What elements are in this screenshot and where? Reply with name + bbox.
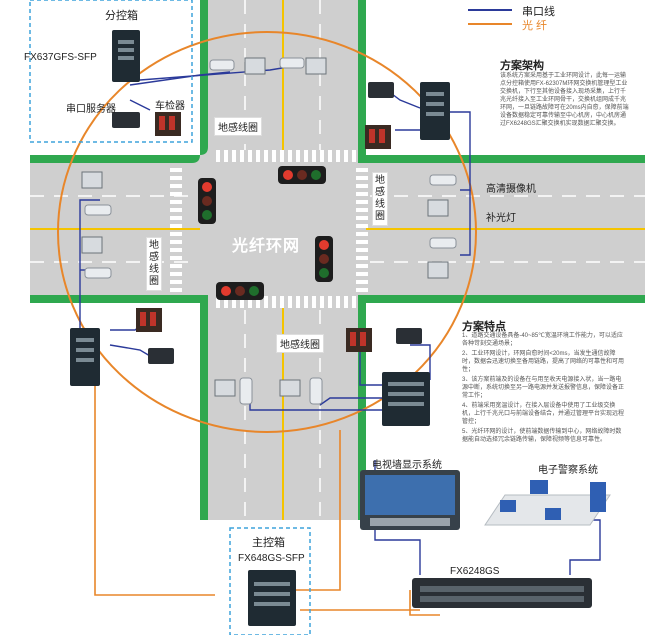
vehicle-detector-label: 车检器 — [155, 101, 185, 112]
branch-switch-icon — [112, 30, 140, 82]
core-switch-icon — [412, 578, 592, 608]
serial-server-icon — [396, 328, 422, 344]
camera-icon — [84, 204, 112, 216]
vehicle-detector-icon — [346, 328, 372, 352]
branch-box — [29, 0, 193, 143]
video-wall-icon — [360, 470, 460, 530]
serial-server-icon — [368, 82, 394, 98]
camera-icon — [209, 59, 235, 71]
vehicle-detector-icon — [136, 308, 162, 332]
loop-label-top: 地感线圈 — [214, 117, 262, 136]
camera-icon — [429, 174, 457, 186]
vehicle-detector-icon — [365, 125, 391, 149]
main-switch-label: FX648GS-SFP — [238, 553, 305, 564]
fill-light-icon — [81, 236, 103, 254]
serial-server-label: 串口服务器 — [66, 104, 116, 115]
features-title: 方案特点 — [462, 321, 506, 333]
camera-icon — [279, 57, 305, 69]
camera-icon — [239, 377, 253, 405]
branch-box-title: 分控箱 — [105, 10, 138, 22]
legend-serial-label: 串口线 — [522, 6, 555, 18]
serial-server-icon — [112, 112, 140, 128]
fill-light-icon — [427, 199, 449, 217]
branch-switch-label: FX637GFS-SFP — [24, 52, 97, 63]
fill-light-icon — [279, 379, 301, 397]
traffic-light-icon — [216, 282, 264, 300]
camera-label: 高清摄像机 — [486, 184, 536, 195]
traffic-light-icon — [198, 178, 216, 224]
traffic-light-icon — [278, 166, 326, 184]
vehicle-detector-icon — [155, 112, 181, 136]
architecture-text: 该系统方案采用基于工业环网设计，此每一运输点分控箱使用FX-62307M环网交换… — [500, 73, 629, 127]
fill-light-icon — [244, 57, 266, 75]
camera-icon — [84, 267, 112, 279]
main-box — [229, 527, 311, 635]
e-police-icon — [484, 480, 611, 526]
loop-label-bottom: 地感线圈 — [276, 334, 324, 353]
center-ring-label: 光纤环网 — [232, 238, 301, 255]
switch-right-bottom-icon — [382, 372, 430, 426]
video-wall-label: 电视墙显示系统 — [372, 460, 442, 471]
feature-item: 5、光纤环网的设计，使前端数据传输到中心，网络故障时数据能自动选择冗余链路传输，… — [462, 429, 622, 443]
serial-server-icon — [148, 348, 174, 364]
architecture-title: 方案架构 — [500, 60, 544, 72]
fill-light-label: 补光灯 — [486, 213, 516, 224]
fill-light-icon — [305, 57, 327, 75]
fill-light-icon — [214, 379, 236, 397]
camera-icon — [429, 237, 457, 249]
loop-label-left: 地感线圈 — [146, 237, 162, 291]
fill-light-icon — [81, 171, 103, 189]
feature-item: 3、该方案前端及的设备在与用至收天电源接入状，当一路电源中断，系统切换至另一路电… — [462, 377, 625, 399]
feature-item: 2、工业环网设计，环网自愈时间<20ms，当发生通信故障时，数据会迅速切换至备用… — [462, 351, 625, 373]
fiber-ring — [57, 31, 477, 433]
fill-light-icon — [427, 261, 449, 279]
switch-right-top-icon — [420, 82, 450, 140]
camera-icon — [309, 377, 323, 405]
e-police-label: 电子警察系统 — [538, 465, 598, 476]
feature-item: 4、前端采用宽温设计，在接入层设备中使用了工业级交换机，上行千兆光口与前端设备结… — [462, 403, 625, 425]
traffic-light-icon — [315, 236, 333, 282]
main-box-title: 主控箱 — [252, 537, 285, 549]
legend-fiber-label: 光 纤 — [522, 20, 548, 32]
feature-item: 1、道路交通设备具备-40~85℃宽温环境工作能力，可以适应各种苛刻交通场景； — [462, 333, 623, 347]
main-switch-icon — [248, 570, 296, 626]
features-list: 1、道路交通设备具备-40~85℃宽温环境工作能力，可以适应各种苛刻交通场景； … — [462, 332, 627, 446]
switch-left-icon — [70, 328, 100, 386]
loop-label-right: 地感线圈 — [372, 172, 388, 226]
core-switch-label: FX6248GS — [450, 566, 500, 577]
